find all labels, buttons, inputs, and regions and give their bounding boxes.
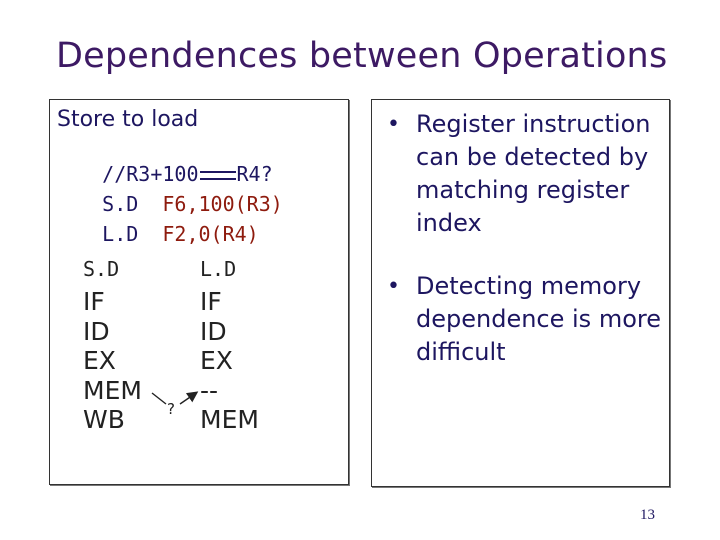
arrow-segment (151, 392, 167, 405)
arrow-head (179, 391, 199, 405)
pipeline-stage: EX (83, 346, 116, 375)
comment-suffix: R4? (236, 162, 273, 186)
left-content-box: Store to load //R3+100 R4? S.D F6,100(R3)… (49, 99, 349, 485)
store-opcode: S.D (102, 192, 163, 216)
load-operands: F2,0(R4) (162, 222, 259, 246)
bullet-text: Detecting memory dependence is more diff… (416, 272, 661, 366)
pipeline-stage: WB (83, 405, 125, 434)
pipeline-stage: ID (200, 316, 227, 346)
bullet-icon: • (387, 274, 400, 299)
pipeline-stage: -- (200, 375, 219, 405)
bullet-text: Register instruction can be detected by … (416, 110, 651, 237)
store-operands: F6,100(R3) (162, 192, 283, 216)
equivalence-symbol (199, 171, 236, 180)
section-heading: Store to load (57, 107, 199, 132)
code-line-load: L.D F2,0(R4) (54, 198, 259, 270)
pipeline-stage: EX (200, 346, 233, 375)
right-content-box: • Register instruction can be detected b… (371, 99, 670, 487)
load-opcode: L.D (102, 222, 163, 246)
page-number: 13 (640, 507, 655, 523)
bullet-item: • Register instruction can be detected b… (382, 108, 672, 240)
pipeline-stage: MEM (200, 405, 259, 434)
bullet-icon: • (387, 112, 400, 137)
store-pipeline: S.D IF ID EX MEM WB (83, 257, 142, 435)
pipeline-stage: MEM (83, 375, 142, 405)
pipeline-stage: IF (200, 287, 222, 316)
comment-text: //R3+100 (102, 162, 199, 186)
pipeline-stage: ID (83, 316, 110, 346)
load-pipeline: L.D IF ID EX -- MEM (200, 257, 259, 435)
load-pipeline-title: L.D (200, 257, 237, 281)
question-mark: ? (167, 400, 175, 418)
pipeline-stage: IF (83, 287, 105, 316)
bullet-item: • Detecting memory dependence is more di… (382, 270, 672, 369)
bullet-list: • Register instruction can be detected b… (382, 108, 672, 399)
slide-title: Dependences between Operations (56, 36, 668, 76)
code-line-comment: //R3+100 R4? (54, 138, 273, 210)
store-pipeline-title: S.D (83, 257, 120, 281)
code-line-store: S.D F6,100(R3) (54, 168, 283, 240)
